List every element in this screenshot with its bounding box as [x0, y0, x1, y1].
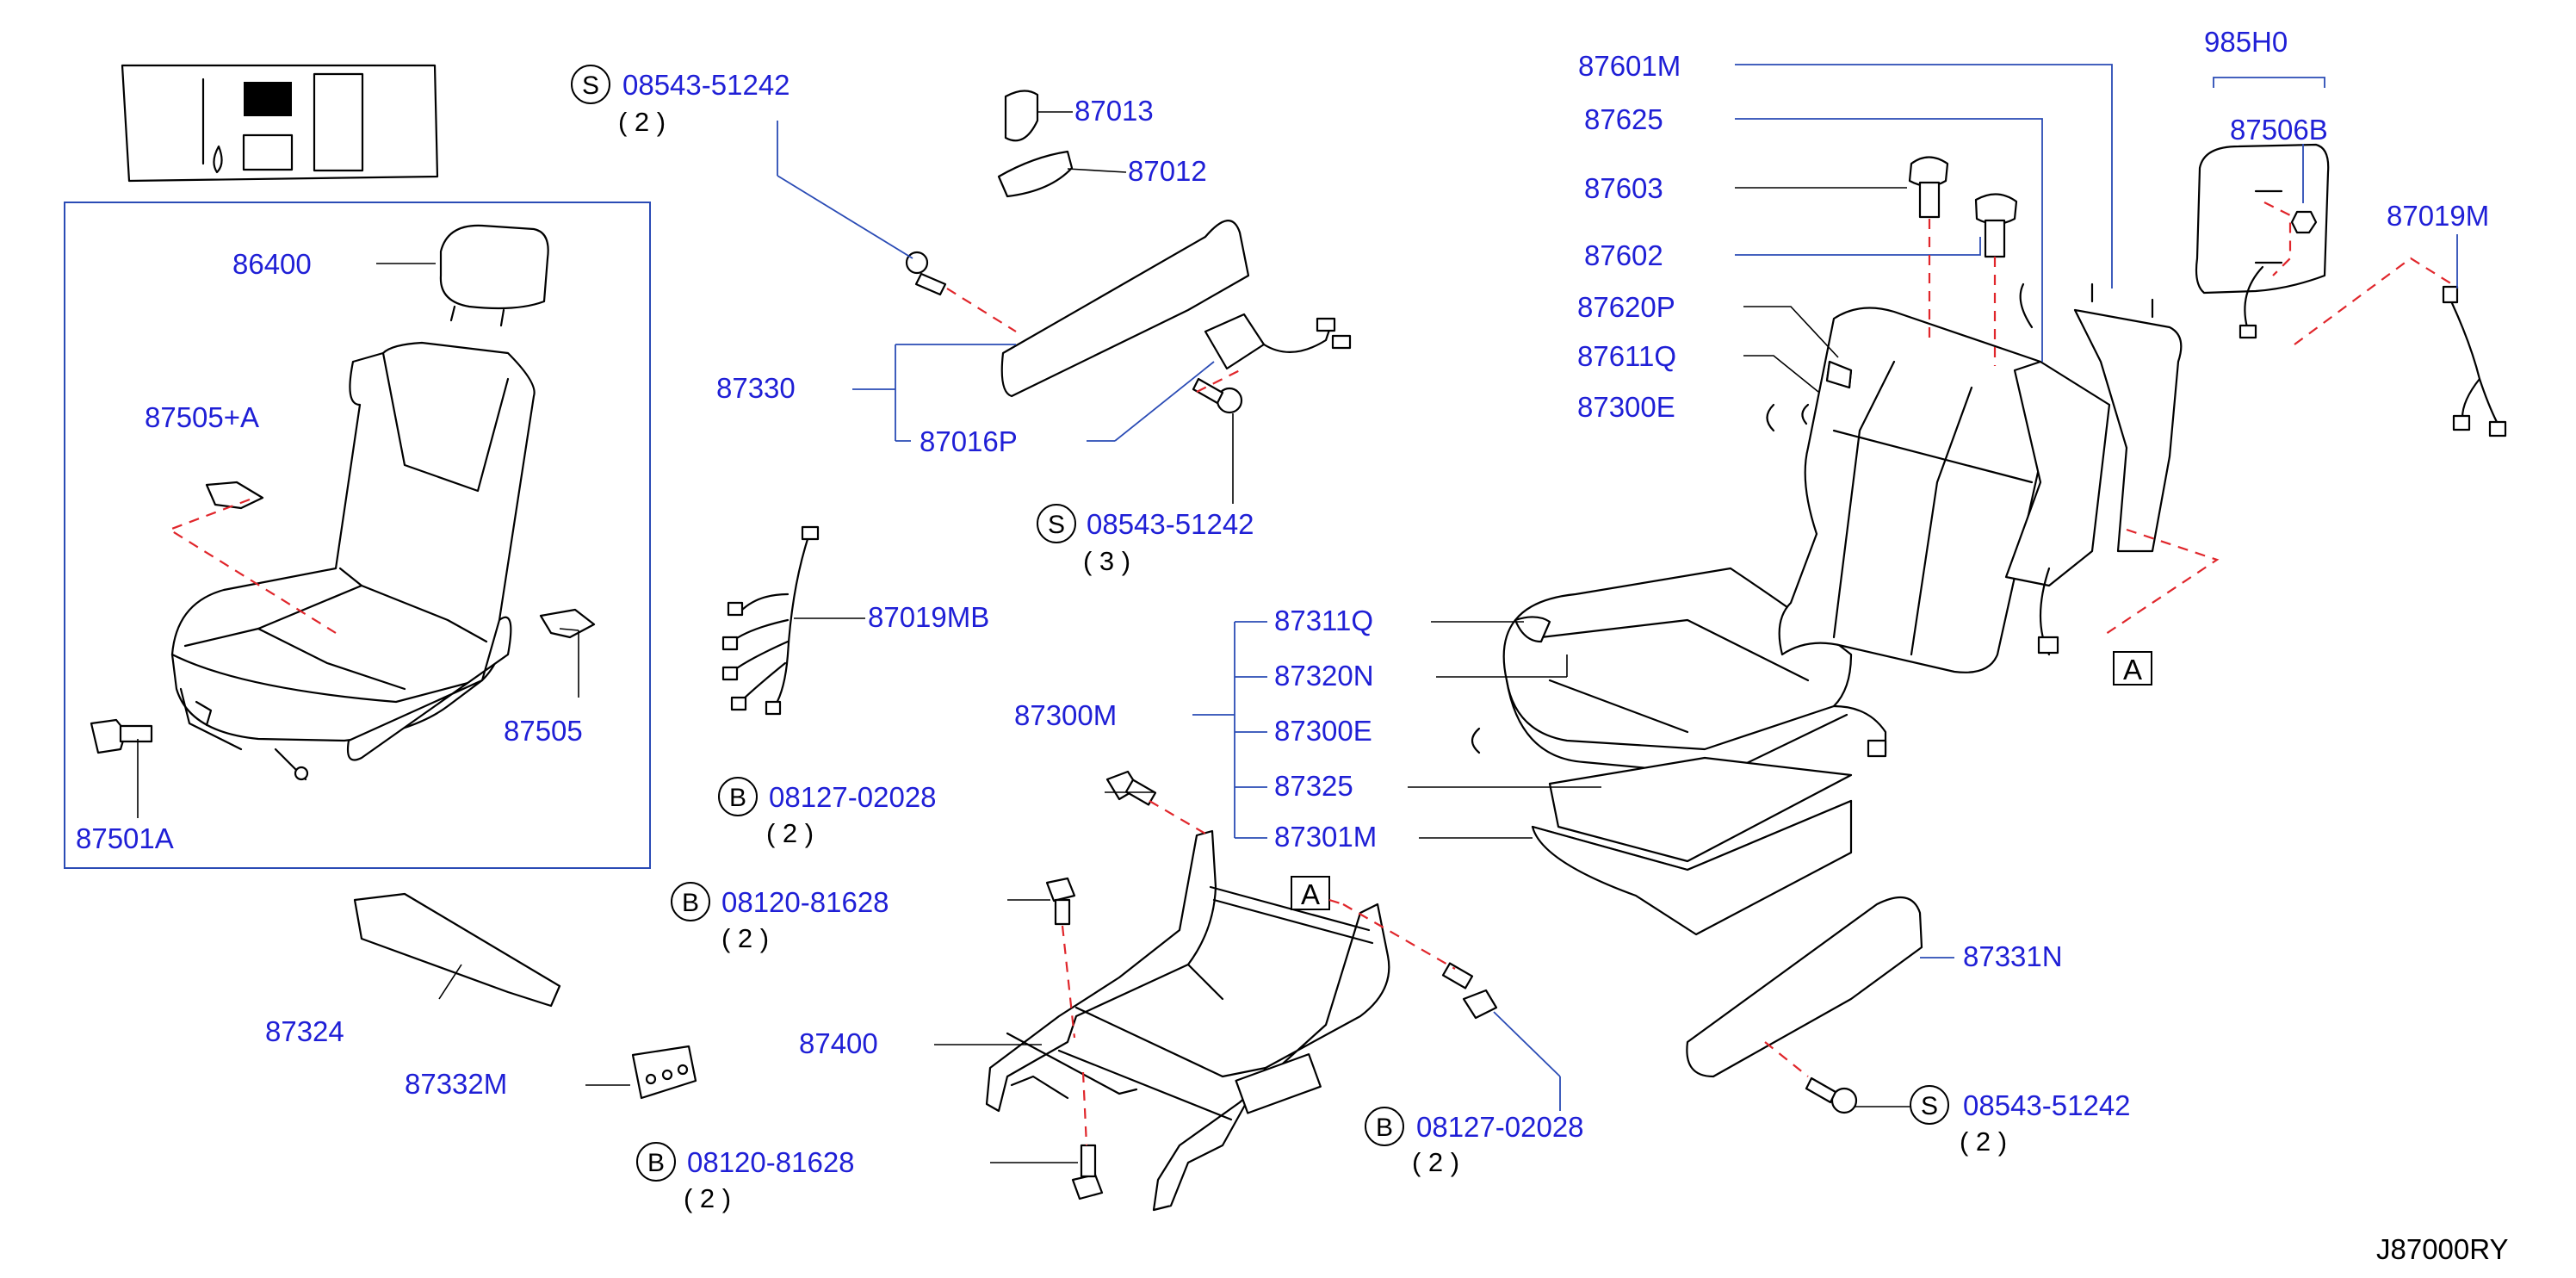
- fastener-callout-s-lower[interactable]: S 08543-51242 ( 2 ): [1910, 1085, 2131, 1157]
- part-label-87311q[interactable]: 87311Q: [1274, 605, 1373, 636]
- finisher-87331n-illustration: [1686, 896, 1923, 1078]
- diagram-id: J87000RY: [2376, 1233, 2509, 1265]
- part-label-87625[interactable]: 87625: [1584, 103, 1663, 135]
- switch-87332m-illustration: [631, 1045, 697, 1100]
- part-label-86400[interactable]: 86400: [232, 248, 312, 280]
- leader-lines: [137, 64, 2458, 1163]
- part-label-87501a[interactable]: 87501A: [76, 822, 174, 854]
- fastener-callout-b-right[interactable]: B 08127-02028 ( 2 ): [1365, 1107, 1584, 1177]
- part-label-87300m[interactable]: 87300M: [1014, 699, 1117, 731]
- fastener-number: 08543-51242: [1087, 508, 1254, 540]
- harness-87019mb-illustration: [721, 525, 820, 716]
- fastener-callout-s-mid[interactable]: S 08543-51242 ( 3 ): [1037, 504, 1254, 576]
- part-label-87301m[interactable]: 87301M: [1274, 821, 1377, 853]
- headrest-guide-87603-illustration: [1908, 156, 1949, 219]
- clip-87505a-illustration: [205, 481, 264, 510]
- part-label-87505a[interactable]: 87505+A: [145, 401, 259, 433]
- fastener-callout-b-left[interactable]: B 08127-02028 ( 2 ): [718, 777, 937, 848]
- part-label-985h0[interactable]: 985H0: [2204, 26, 2288, 58]
- fastener-tag: B: [647, 1149, 665, 1177]
- fastener-number: 08120-81628: [721, 886, 889, 918]
- fastener-tag: B: [682, 889, 699, 917]
- bolt-08127-02028-left-illustration: [1105, 770, 1157, 806]
- reference-mark-a-frame: A: [1291, 876, 1344, 910]
- part-label-87324[interactable]: 87324: [265, 1015, 344, 1047]
- screw-08543-51242-lower-illustration: [1805, 1076, 1858, 1114]
- fastener-number: 08543-51242: [1963, 1089, 2131, 1121]
- part-label-87620p[interactable]: 87620P: [1577, 291, 1675, 323]
- fastener-qty: ( 2 ): [1960, 1126, 2007, 1157]
- bolt-08120-81628-lower-illustration: [1071, 1144, 1104, 1200]
- fastener-qty: ( 2 ): [721, 923, 769, 953]
- cap-87012-illustration: [997, 150, 1074, 198]
- bolt-08127-02028-right-illustration: [1441, 962, 1498, 1020]
- part-labels: 86400 87505+A 87505 87501A 87324 87332M …: [76, 26, 2489, 1100]
- part-label-87601m[interactable]: 87601M: [1578, 50, 1681, 82]
- finisher-87330-illustration: [1000, 220, 1250, 398]
- seat-assembly-illustration: [170, 341, 536, 781]
- fastener-tag: B: [729, 784, 746, 812]
- part-label-87019mb[interactable]: 87019MB: [868, 601, 989, 633]
- bolt-87501a-illustration: [90, 718, 153, 754]
- fastener-callout-b-upper[interactable]: B 08120-81628 ( 2 ): [671, 882, 889, 953]
- assembly-dash-lines: [167, 202, 2453, 1146]
- part-label-87602[interactable]: 87602: [1584, 239, 1663, 271]
- fastener-qty: ( 2 ): [618, 107, 666, 137]
- fastener-qty: ( 2 ): [684, 1183, 731, 1213]
- harness-87019m-illustration: [2442, 285, 2507, 437]
- part-label-87603[interactable]: 87603: [1584, 172, 1663, 204]
- switch-87016p-illustration: [1204, 313, 1352, 370]
- reference-mark-label: A: [1301, 878, 1320, 910]
- part-label-87506b[interactable]: 87506B: [2230, 114, 2328, 146]
- part-label-87016p[interactable]: 87016P: [920, 425, 1018, 457]
- part-label-87332m[interactable]: 87332M: [405, 1068, 507, 1100]
- reference-mark-a-back: A: [2113, 651, 2152, 686]
- screw-08543-51242-mid-illustration: [1192, 377, 1243, 414]
- part-label-87320n[interactable]: 87320N: [1274, 660, 1374, 692]
- clip-87505-illustration: [539, 608, 596, 639]
- fastener-qty: ( 3 ): [1083, 546, 1130, 576]
- cap-87013-illustration: [1004, 90, 1039, 142]
- clip-87620p-illustration: [1825, 360, 1853, 389]
- headrest-guide-87602-illustration: [1974, 193, 2018, 258]
- fastener-number: 08127-02028: [1416, 1111, 1584, 1143]
- part-label-87012[interactable]: 87012: [1128, 155, 1207, 187]
- clip-87300e-right-illustration: [1766, 403, 1775, 432]
- seat-back-illustration: [1778, 282, 2183, 673]
- fastener-callout-b-lower[interactable]: B 08120-81628 ( 2 ): [636, 1142, 855, 1213]
- seat-assembly-frame: [64, 202, 651, 869]
- part-label-87019m[interactable]: 87019M: [2387, 200, 2489, 232]
- reference-mark-label: A: [2123, 654, 2142, 686]
- fastener-qty: ( 2 ): [766, 818, 814, 848]
- fastener-qty: ( 2 ): [1412, 1147, 1459, 1177]
- seat-cushion-illustration: [1502, 567, 1887, 936]
- part-label-87331n[interactable]: 87331N: [1963, 940, 2063, 972]
- fastener-tag: B: [1376, 1114, 1393, 1142]
- vehicle-location-thumbnail: [121, 64, 439, 183]
- part-label-87400[interactable]: 87400: [799, 1027, 878, 1059]
- fastener-tag: S: [1921, 1092, 1938, 1120]
- bolt-08120-81628-upper-illustration: [1045, 877, 1076, 926]
- part-label-87505[interactable]: 87505: [504, 715, 583, 747]
- part-label-87330[interactable]: 87330: [716, 372, 796, 404]
- seat-frame-87400-illustration: [985, 829, 1390, 1212]
- part-label-87300e-cushion[interactable]: 87300E: [1274, 715, 1372, 747]
- part-label-87013[interactable]: 87013: [1074, 95, 1154, 127]
- fastener-callout-s-upper[interactable]: S 08543-51242 ( 2 ): [571, 65, 790, 137]
- headrest-illustration: [439, 224, 549, 327]
- part-label-87611q[interactable]: 87611Q: [1577, 340, 1676, 372]
- part-label-87325[interactable]: 87325: [1274, 770, 1353, 802]
- cover-87324-illustration: [353, 892, 561, 1008]
- module-985h0-illustration: [2195, 143, 2330, 339]
- fastener-number: 08127-02028: [769, 781, 937, 813]
- part-label-87300e-back[interactable]: 87300E: [1577, 391, 1675, 423]
- clip-87300e-mid-illustration: [1471, 727, 1481, 754]
- fastener-number: 08120-81628: [687, 1146, 855, 1178]
- fastener-tag: S: [582, 71, 599, 100]
- fastener-tag: S: [1048, 511, 1065, 539]
- fastener-number: 08543-51242: [622, 69, 790, 101]
